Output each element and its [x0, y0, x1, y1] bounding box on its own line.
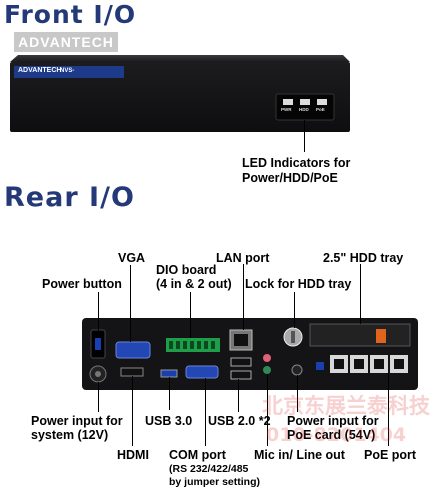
label-power-input-1: Power input for [31, 414, 123, 428]
mic-line [267, 374, 268, 446]
device-brand-text: ADVANTECH [18, 67, 62, 74]
led-label-poe: PoE [316, 107, 325, 112]
front-io-heading: Front I/O [4, 0, 137, 29]
label-usb30: USB 3.0 [145, 414, 193, 428]
dio-line [190, 292, 191, 338]
usb20-port-2 [230, 370, 252, 380]
label-vga: VGA [118, 251, 146, 265]
led-label-pwr: PWR [281, 107, 292, 112]
poe-power-connector [316, 362, 324, 370]
label-dio-board-2: (4 in & 2 out) [156, 277, 232, 291]
vga-port [115, 341, 151, 359]
mic-jack [263, 354, 271, 362]
led-callout-line1: LED Indicators for [242, 156, 351, 170]
device-top [10, 55, 350, 62]
brand-strip [14, 66, 124, 78]
led-pwr-icon [283, 99, 293, 105]
label-mic: Mic in/ Line out [254, 448, 345, 462]
usb30-port [160, 369, 178, 378]
advantech-logo: ADVANTECH [14, 32, 118, 52]
vga-line [130, 265, 131, 342]
rear-io-heading: Rear I/O [4, 182, 135, 213]
label-poe-port: PoE port [364, 448, 417, 462]
power-button-line [98, 292, 99, 332]
label-power-poe-1: Power input for [287, 414, 379, 428]
lock-line [294, 292, 295, 328]
label-power-poe-2: PoE card (54V) [287, 428, 376, 442]
poe-ports [330, 355, 408, 373]
power-button-icon [95, 338, 101, 350]
usb20-port-1 [230, 357, 252, 367]
dio-pins [169, 341, 215, 349]
poe-power-line [297, 375, 298, 412]
dc-jack-pin [95, 371, 101, 377]
hdmi-line [132, 376, 133, 446]
label-usb20: USB 2.0 *2 [208, 414, 271, 428]
watermark-line1: 北京东展兰泰科技 [262, 394, 430, 418]
hdmi-port [120, 367, 144, 377]
power-input-line [98, 382, 99, 412]
label-lock-hdd: Lock for HDD tray [245, 277, 352, 291]
com-line [205, 378, 206, 446]
label-power-input-2: system (12V) [31, 428, 109, 442]
line-out-jack [263, 366, 271, 374]
label-dio-board-1: DIO board [156, 263, 217, 277]
label-lan-port: LAN port [216, 251, 270, 265]
lan-line [243, 264, 244, 330]
poe-port-line [388, 373, 389, 446]
led-callout-line [304, 120, 305, 152]
led-callout-line2: Power/HDD/PoE [242, 171, 338, 185]
hdd-lock-slot [291, 331, 295, 343]
hdd-tray-line [360, 264, 361, 324]
led-label-hdd: HDD [299, 107, 309, 112]
label-com-port-2: (RS 232/422/485 [169, 463, 249, 475]
hdd-tray [309, 323, 411, 347]
label-hdd-tray: 2.5" HDD tray [323, 251, 404, 265]
led-poe-icon [317, 99, 327, 105]
led-hdd-icon [300, 99, 310, 105]
label-com-port-3: by jumper setting) [169, 476, 261, 488]
poe-power-jack [291, 364, 303, 376]
label-hdmi: HDMI [117, 448, 149, 462]
usb20-line [238, 379, 239, 412]
com-port [185, 365, 219, 379]
lan-port-socket [234, 334, 248, 346]
usb30-line [169, 377, 170, 410]
device-face [10, 62, 350, 132]
label-com-port: COM port [169, 448, 226, 462]
watermark-line2: 010-8201404 [266, 424, 407, 446]
label-power-button: Power button [42, 277, 122, 291]
device-model-text: NVS- [60, 68, 75, 74]
hdd-tray-latch [376, 329, 386, 343]
